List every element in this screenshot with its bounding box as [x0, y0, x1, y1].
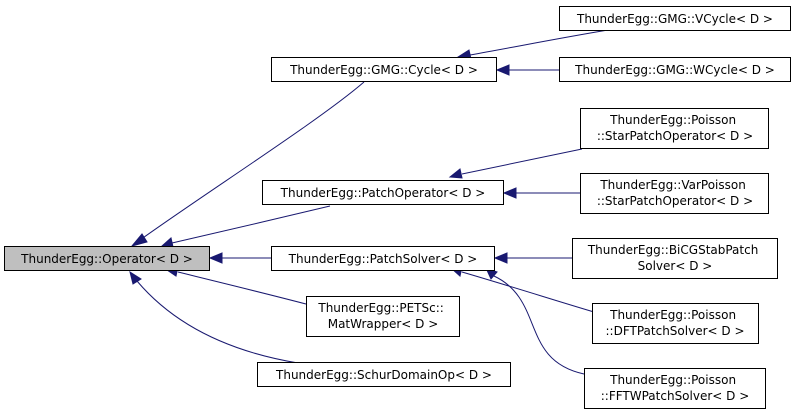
svg-text:ThunderEgg::Poisson ::: ThunderEgg::Poisson ::DFTPatchSolver< D … — [606, 308, 745, 338]
node-poisson-fftw-patch-solver-label-line-2: ::FFTWPatchSolver< D > — [601, 389, 750, 403]
node-varpoisson-star-patch-operator-label-line-1: ThunderEgg::VarPoisson — [599, 178, 745, 192]
node-petsc-matwrapper-label-line-2: MatWrapper< D > — [328, 317, 439, 331]
node-petsc-matwrapper[interactable]: ThunderEgg::PETSc:: MatWrapper< D > — [306, 296, 460, 337]
node-poisson-fftw-patch-solver[interactable]: ThunderEgg::Poisson ::FFTWPatchSolver< D… — [584, 368, 766, 409]
svg-text:ThunderEgg::BiCGStabPatch: ThunderEgg::BiCGStabPatch Solver< D > — [587, 243, 762, 273]
edge-petsc-to-operator — [165, 266, 307, 305]
node-patch-solver-label: ThunderEgg::PatchSolver< D > — [288, 252, 478, 266]
node-poisson-dft-patch-solver-label-line-1: ThunderEgg::Poisson — [609, 308, 736, 322]
node-gmg-wcycle[interactable]: ThunderEgg::GMG::WCycle< D > — [559, 57, 791, 82]
node-bicgstab-patch-solver[interactable]: ThunderEgg::BiCGStabPatch Solver< D > — [572, 238, 778, 279]
node-schur-domain-op-label: ThunderEgg::SchurDomainOp< D > — [275, 368, 492, 382]
svg-text:ThunderEgg::GMG::VCycle< D >: ThunderEgg::GMG::VCycle< D > — [576, 12, 773, 26]
edge-bicgstab-to-patch-solver — [493, 252, 572, 264]
node-poisson-star-patch-operator-label-line-1: ThunderEgg::Poisson — [609, 113, 736, 127]
node-poisson-fftw-patch-solver-box — [584, 368, 766, 409]
edge-poisson-star-to-patch-operator — [448, 148, 583, 179]
node-bicgstab-patch-solver-label-line-2: Solver< D > — [638, 259, 713, 273]
node-gmg-cycle-box — [271, 57, 497, 82]
node-varpoisson-star-patch-operator-box — [580, 173, 769, 214]
nodes: ThunderEgg::Operator< D > ThunderEgg::GM… — [4, 6, 791, 409]
node-varpoisson-star-patch-operator-label-line-2: ::StarPatchOperator< D > — [597, 194, 753, 208]
node-patch-operator[interactable]: ThunderEgg::PatchOperator< D > — [262, 180, 504, 205]
node-petsc-matwrapper-box — [306, 296, 460, 337]
node-gmg-wcycle-box — [559, 57, 791, 82]
svg-text:ThunderEgg::GMG::WCycle< D >: ThunderEgg::GMG::WCycle< D > — [574, 63, 775, 77]
node-varpoisson-star-patch-operator[interactable]: ThunderEgg::VarPoisson ::StarPatchOperat… — [580, 173, 769, 214]
node-operator-label: ThunderEgg::Operator< D > — [20, 252, 193, 266]
node-gmg-vcycle-label: ThunderEgg::GMG::VCycle< D > — [576, 12, 773, 26]
node-petsc-matwrapper-label-line-1: ThunderEgg::PETSc:: — [317, 301, 443, 315]
node-poisson-star-patch-operator-label-line-2: ::StarPatchOperator< D > — [597, 129, 753, 143]
node-poisson-dft-patch-solver-box — [592, 303, 759, 344]
node-gmg-vcycle-box — [559, 6, 791, 31]
node-gmg-cycle-label: ThunderEgg::GMG::Cycle< D > — [289, 63, 478, 77]
node-bicgstab-patch-solver-box — [572, 238, 778, 279]
svg-text:ThunderEgg::PatchSolver< D >: ThunderEgg::PatchSolver< D > — [288, 252, 478, 266]
node-gmg-cycle[interactable]: ThunderEgg::GMG::Cycle< D > — [271, 57, 497, 82]
edge-schur-to-operator — [129, 270, 299, 364]
svg-text:ThunderEgg::VarPoisson: ThunderEgg::VarPoisson ::StarPatchOperat… — [597, 178, 753, 208]
svg-text:ThunderEgg::PatchOperator< D >: ThunderEgg::PatchOperator< D > — [280, 186, 486, 200]
node-poisson-dft-patch-solver[interactable]: ThunderEgg::Poisson ::DFTPatchSolver< D … — [592, 303, 759, 344]
node-schur-domain-op-box — [257, 362, 511, 387]
node-poisson-star-patch-operator-box — [580, 108, 769, 149]
node-poisson-dft-patch-solver-label-line-2: ::DFTPatchSolver< D > — [606, 324, 745, 338]
svg-text:ThunderEgg::Poisson ::: ThunderEgg::Poisson ::FFTWPatchSolver< D… — [601, 373, 750, 403]
edge-gmg-cycle-to-operator — [130, 81, 365, 247]
node-patch-solver-box — [271, 246, 495, 271]
edge-vcycle-to-cycle — [456, 29, 609, 60]
node-bicgstab-patch-solver-label-line-1: ThunderEgg::BiCGStabPatch — [587, 243, 758, 257]
node-gmg-wcycle-label: ThunderEgg::GMG::WCycle< D > — [574, 63, 775, 77]
edge-wcycle-to-cycle — [495, 64, 559, 76]
node-operator-box — [4, 246, 210, 271]
svg-text:ThunderEgg::SchurDomainOp< D >: ThunderEgg::SchurDomainOp< D > — [275, 368, 492, 382]
node-gmg-vcycle[interactable]: ThunderEgg::GMG::VCycle< D > — [559, 6, 791, 31]
edge-patch-solver-to-operator — [208, 252, 271, 264]
svg-text:ThunderEgg::Poisson ::: ThunderEgg::Poisson ::StarPatchOperator<… — [597, 113, 753, 143]
node-poisson-fftw-patch-solver-label-line-1: ThunderEgg::Poisson — [609, 373, 736, 387]
svg-text:ThunderEgg::PETSc:: Ma: ThunderEgg::PETSc:: MatWrapper< D > — [317, 301, 447, 331]
node-patch-solver[interactable]: ThunderEgg::PatchSolver< D > — [271, 246, 495, 271]
node-poisson-star-patch-operator[interactable]: ThunderEgg::Poisson ::StarPatchOperator<… — [580, 108, 769, 149]
node-patch-operator-box — [262, 180, 504, 205]
node-schur-domain-op[interactable]: ThunderEgg::SchurDomainOp< D > — [257, 362, 511, 387]
svg-text:ThunderEgg::Operator< D >: ThunderEgg::Operator< D > — [20, 252, 193, 266]
svg-text:ThunderEgg::GMG::Cycle< D >: ThunderEgg::GMG::Cycle< D > — [289, 63, 478, 77]
node-patch-operator-label: ThunderEgg::PatchOperator< D > — [280, 186, 486, 200]
edge-patch-operator-to-operator — [160, 205, 331, 248]
edge-varpoisson-star-to-patch-operator — [502, 187, 580, 199]
node-operator[interactable]: ThunderEgg::Operator< D > — [4, 246, 210, 271]
